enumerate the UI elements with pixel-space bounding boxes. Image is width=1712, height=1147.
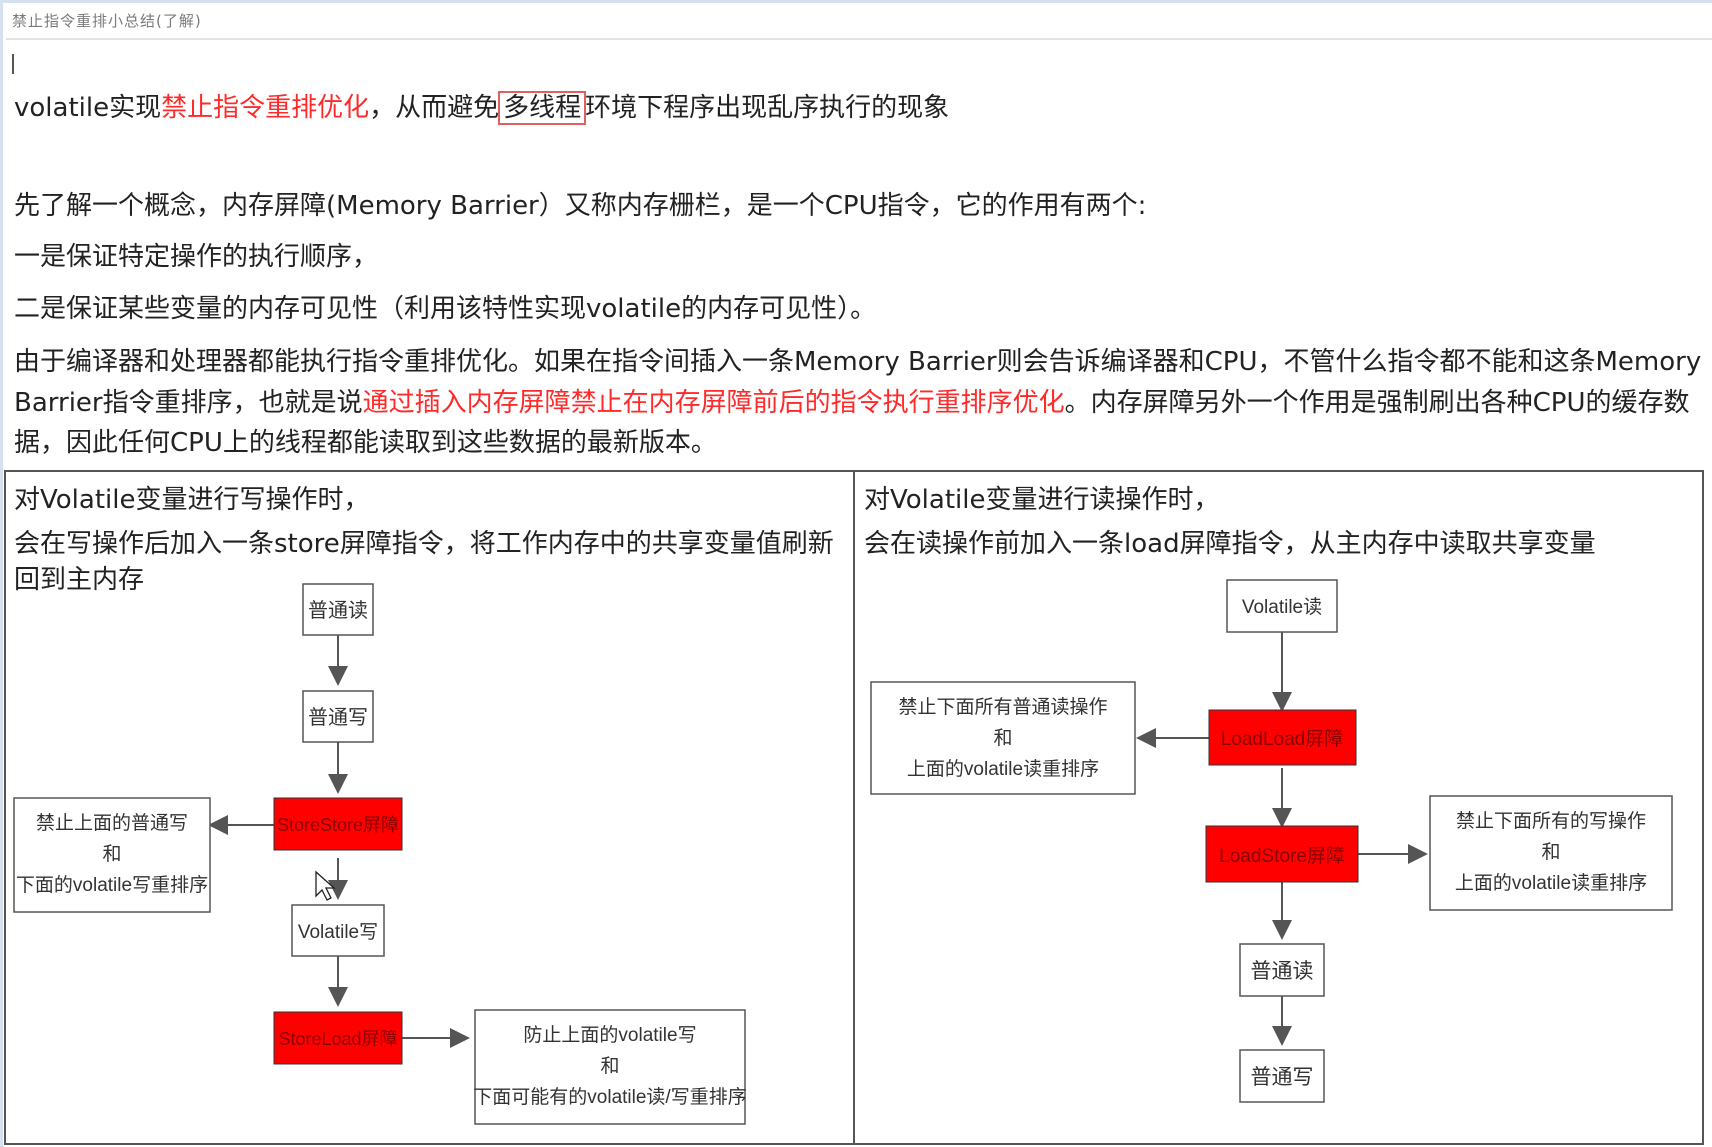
write-panel-description: 会在写操作后加入一条store屏障指令，将工作内存中的共享变量值刷新回到主内存 [14, 529, 834, 595]
svg-text:和: 和 [1541, 841, 1560, 863]
node-normal-write-left: 普通写 [302, 690, 374, 743]
note-storeload: 防止上面的volatile写 和 下面可能有的volatile读/写重排序 [473, 1009, 747, 1125]
selected-word-box[interactable]: 多线程 [498, 91, 587, 125]
document-header: 禁止指令重排小总结(了解) [12, 12, 202, 30]
node-loadstore-barrier: LoadStore屏障 [1205, 825, 1359, 883]
panel-divider [853, 472, 855, 1143]
right-connectors [1136, 632, 1428, 1046]
svg-text:禁止下面所有普通读操作: 禁止下面所有普通读操作 [898, 696, 1107, 718]
header-divider [6, 38, 1712, 40]
read-panel-heading: 对Volatile变量进行读操作时， [864, 485, 1220, 515]
intro-line[interactable]: volatile实现禁止指令重排优化，从而避免多线程环境下程序出现乱序执行的现象 [14, 91, 950, 125]
node-loadload-barrier: LoadLoad屏障 [1208, 709, 1357, 766]
node-normal-read-left: 普通读 [302, 583, 374, 636]
write-panel-heading: 对Volatile变量进行写操作时， [14, 485, 370, 515]
svg-text:LoadStore屏障: LoadStore屏障 [1219, 845, 1345, 867]
concept-line: 先了解一个概念，内存屏障(Memory Barrier）又称内存栅栏，是一个CP… [14, 191, 1147, 221]
note-loadload: 禁止下面所有普通读操作 和 上面的volatile读重排序 [870, 681, 1136, 795]
svg-text:StoreStore屏障: StoreStore屏障 [277, 815, 399, 835]
explanation-text-1: 由于编译器和处理器都能执行指令重排优化。如果在指令间插入一条Memory Bar… [14, 347, 1702, 418]
intro-text-2: ，从而避免 [369, 93, 500, 123]
intro-text-3: 环境下程序出现乱序执行的现象 [585, 93, 950, 123]
purpose-one-line: 一是保证特定操作的执行顺序， [14, 242, 379, 272]
purpose-two-line: 二是保证某些变量的内存可见性（利用该特性实现volatile的内存可见性）。 [14, 294, 877, 324]
svg-text:下面的volatile写重排序: 下面的volatile写重排序 [16, 874, 208, 896]
svg-text:上面的volatile读重排序: 上面的volatile读重排序 [1455, 872, 1647, 894]
svg-text:和: 和 [102, 843, 121, 865]
explanation-text-2: 。内存屏障另外一个作用是强制刷出各种CPU的缓存数据，因此任何CPU上的线程都能… [14, 387, 1690, 459]
left-connectors [208, 635, 470, 1048]
svg-text:禁止下面所有的写操作: 禁止下面所有的写操作 [1456, 810, 1646, 832]
svg-text:和: 和 [600, 1055, 619, 1077]
svg-text:禁止上面的普通写: 禁止上面的普通写 [36, 812, 188, 834]
intro-text-1: volatile实现 [14, 93, 162, 123]
intro-highlight: 禁止指令重排优化 [161, 93, 370, 123]
explanation-highlight: 通过插入内存屏障禁止在内存屏障前后的指令执行重排序优化 [362, 387, 1065, 418]
svg-text:下面可能有的volatile读/写重排序: 下面可能有的volatile读/写重排序 [473, 1086, 746, 1108]
node-volatile-read: Volatile读 [1226, 579, 1338, 633]
node-normal-read-right: 普通读 [1239, 943, 1325, 997]
node-normal-write-right: 普通写 [1239, 1049, 1325, 1103]
barrier-diagram-section: 对Volatile变量进行写操作时， 会在写操作后加入一条store屏障指令，将… [4, 470, 1704, 1145]
svg-text:防止上面的volatile写: 防止上面的volatile写 [523, 1024, 696, 1046]
svg-text:上面的volatile读重排序: 上面的volatile读重排序 [907, 758, 1099, 780]
svg-text:和: 和 [993, 727, 1012, 749]
svg-text:StoreLoad屏障: StoreLoad屏障 [278, 1029, 397, 1049]
svg-text:Volatile写: Volatile写 [298, 922, 378, 943]
svg-text:普通写: 普通写 [1251, 1066, 1314, 1089]
read-panel-description: 会在读操作前加入一条load屏障指令，从主内存中读取共享变量 [864, 529, 1596, 559]
note-loadstore: 禁止下面所有的写操作 和 上面的volatile读重排序 [1429, 795, 1673, 911]
svg-text:普通写: 普通写 [308, 706, 368, 729]
node-storestore-barrier: StoreStore屏障 [273, 797, 403, 851]
text-caret [12, 54, 14, 74]
svg-text:普通读: 普通读 [308, 599, 368, 622]
svg-text:Volatile读: Volatile读 [1242, 596, 1322, 618]
svg-text:普通读: 普通读 [1251, 960, 1314, 983]
mouse-pointer-icon [315, 870, 336, 901]
node-volatile-write: Volatile写 [291, 904, 385, 957]
flow-diagrams: 普通读 普通写 StoreStore屏障 Volatile写 StoreLoad… [13, 579, 1673, 1125]
node-storeload-barrier: StoreLoad屏障 [273, 1011, 403, 1065]
svg-text:LoadLoad屏障: LoadLoad屏障 [1221, 728, 1344, 750]
explanation-paragraph: 由于编译器和处理器都能执行指令重排优化。如果在指令间插入一条Memory Bar… [14, 342, 1704, 464]
note-storestore: 禁止上面的普通写 和 下面的volatile写重排序 [13, 797, 211, 913]
